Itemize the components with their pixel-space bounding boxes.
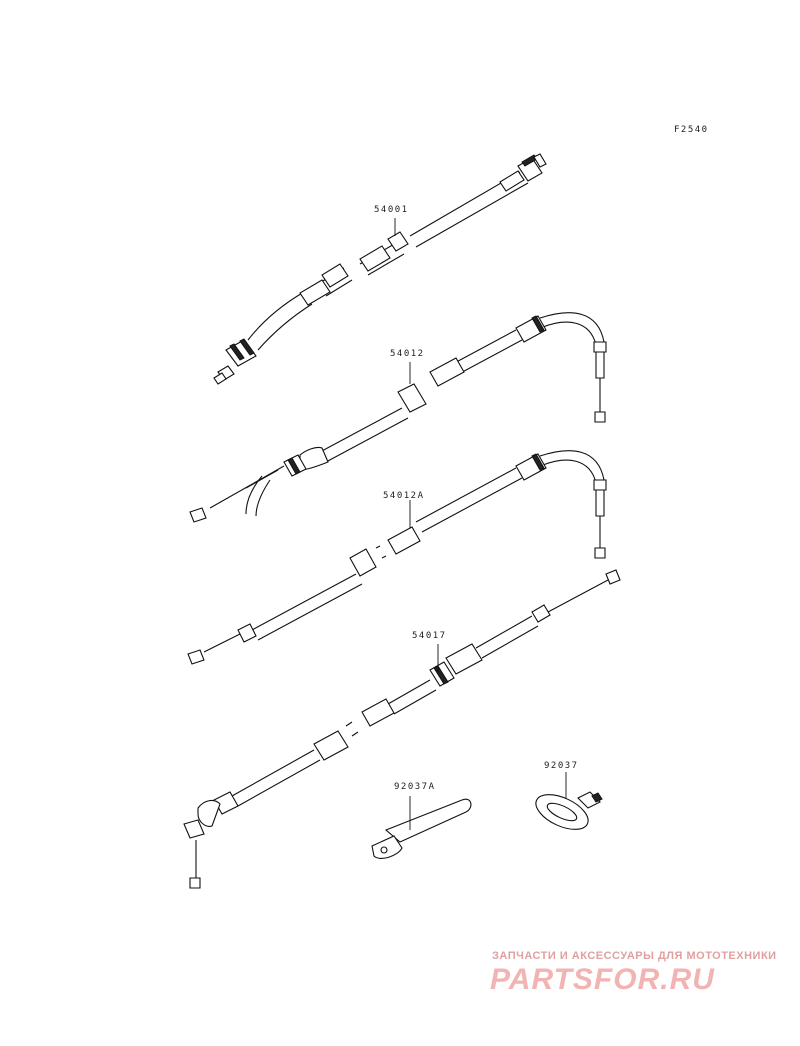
part-label-54001[interactable]: 54001 bbox=[374, 205, 409, 215]
part-label-54017[interactable]: 54017 bbox=[412, 631, 447, 641]
cable-54012 bbox=[189, 312, 607, 523]
cable-54001 bbox=[213, 153, 547, 385]
part-label-92037A[interactable]: 92037A bbox=[394, 782, 436, 792]
part-label-54012A[interactable]: 54012A bbox=[383, 491, 425, 501]
part-label-54012[interactable]: 54012 bbox=[390, 349, 425, 359]
cable-54017 bbox=[183, 569, 621, 889]
watermark-tagline: ЗАПЧАСТИ И АКСЕССУАРЫ ДЛЯ МОТОТЕХНИКИ bbox=[492, 950, 777, 962]
part-label-92037[interactable]: 92037 bbox=[544, 761, 579, 771]
part-92037 bbox=[535, 772, 603, 830]
watermark-brand: PARTSFOR.RU bbox=[490, 963, 715, 996]
part-92037A bbox=[371, 796, 472, 859]
cable-54012A bbox=[187, 450, 607, 665]
figure-code: F2540 bbox=[674, 125, 709, 135]
